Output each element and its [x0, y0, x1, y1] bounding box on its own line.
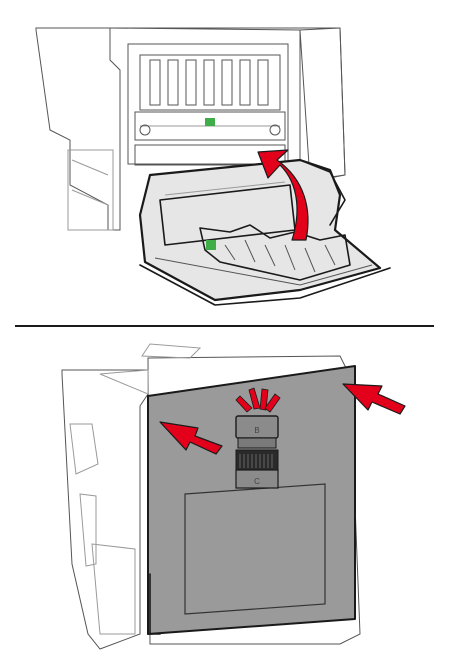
printer-rear-door-closed-icon: B C — [61, 343, 406, 650]
section-divider — [15, 325, 434, 327]
push-emphasis-marks — [235, 387, 281, 413]
door-mark-c: C — [254, 477, 260, 486]
push-direction-arrow-icon — [159, 421, 223, 455]
close-direction-arrow-icon — [257, 149, 309, 241]
printer-rear-door-open-icon — [35, 27, 391, 306]
push-direction-arrow-icon-right — [342, 383, 406, 415]
door-mark-b: B — [254, 426, 259, 435]
step-push-rear-door: B C — [0, 334, 450, 658]
fuser-ribs — [149, 59, 269, 106]
step-close-rear-door — [0, 0, 450, 318]
